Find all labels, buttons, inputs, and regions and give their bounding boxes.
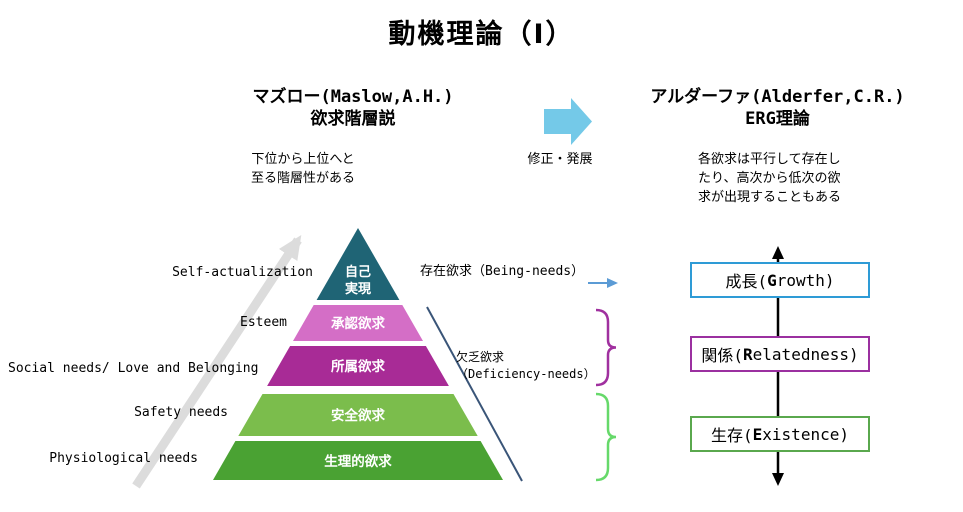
alderfer-heading-line1: アルダーファ(Alderfer,C.R.) [650, 87, 905, 107]
erg-existence-pre: 生存( [711, 426, 753, 445]
brace-deficiency-lower [595, 392, 617, 482]
side-label-safety: Safety needs [134, 405, 228, 420]
pyramid-level-social [267, 346, 449, 386]
deficiency-needs-line2: （Deficiency-needs） [456, 367, 596, 381]
alderfer-note-line1: 各欲求は平行して存在し [698, 152, 841, 167]
erg-relatedness-bold: R [743, 344, 753, 364]
alderfer-note-line2: たり、高次から低次の欲 [698, 171, 841, 186]
pyramid-label-self-line1: 自己 [345, 264, 371, 280]
maslow-note-line1: 下位から上位へと [251, 152, 355, 167]
transition-label: 修正・発展 [527, 152, 593, 167]
maslow-note: 下位から上位へと 至る階層性がある [218, 150, 388, 188]
side-label-self-actualization: Self-actualization [172, 265, 313, 280]
brace-deficiency-upper [595, 308, 617, 387]
being-needs-label: 存在欲求（Being-needs） [420, 264, 585, 279]
pyramid-level-safety [238, 394, 478, 436]
side-label-physiological: Physiological needs [49, 451, 198, 466]
pyramid-level-esteem [293, 305, 423, 341]
alderfer-note: 各欲求は平行して存在し たり、高次から低次の欲 求が出現することもある [698, 150, 883, 207]
pyramid-label-physiological: 生理的欲求 [324, 453, 392, 470]
alderfer-note-line3: 求が出現することもある [698, 190, 842, 205]
alderfer-heading: アルダーファ(Alderfer,C.R.) ERG理論 [635, 86, 920, 130]
erg-growth-pre: 成長( [725, 272, 768, 291]
pyramid-label-esteem: 承認欲求 [331, 315, 385, 332]
deficiency-needs-line1: 欠乏欲求 [456, 350, 505, 364]
pyramid-label-self-line2: 実現 [345, 281, 371, 297]
pyramid-level-physiological [213, 441, 503, 480]
maslow-heading: マズロー(Maslow,A.H.) 欲求階層説 [233, 86, 473, 130]
side-label-esteem: Esteem [240, 315, 287, 330]
erg-relatedness-post: elatedness) [752, 344, 859, 364]
pyramid-label-social: 所属欲求 [331, 358, 385, 375]
deficiency-needs-line [426, 306, 523, 482]
erg-relatedness-pre: 関係( [701, 346, 744, 365]
alderfer-heading-line2: ERG理論 [745, 109, 810, 129]
deficiency-needs-label: 欠乏欲求 （Deficiency-needs） [456, 349, 596, 383]
maslow-heading-line2: 欲求階層説 [310, 109, 396, 129]
transition-arrow [544, 98, 592, 145]
erg-existence-bold: E [752, 424, 763, 444]
erg-growth-bold: G [767, 270, 777, 290]
erg-growth-post: rowth) [776, 270, 835, 290]
side-label-social: Social needs/ Love and Belonging [8, 361, 259, 376]
page-title: 動機理論（Ⅰ） [388, 19, 575, 49]
maslow-note-line2: 至る階層性がある [250, 171, 355, 186]
pyramid-level-self-actualization [316, 228, 400, 300]
maslow-heading-line1: マズロー(Maslow,A.H.) [252, 87, 454, 107]
pyramid-label-safety: 安全欲求 [331, 407, 385, 424]
erg-existence-post: xistence) [762, 424, 849, 444]
